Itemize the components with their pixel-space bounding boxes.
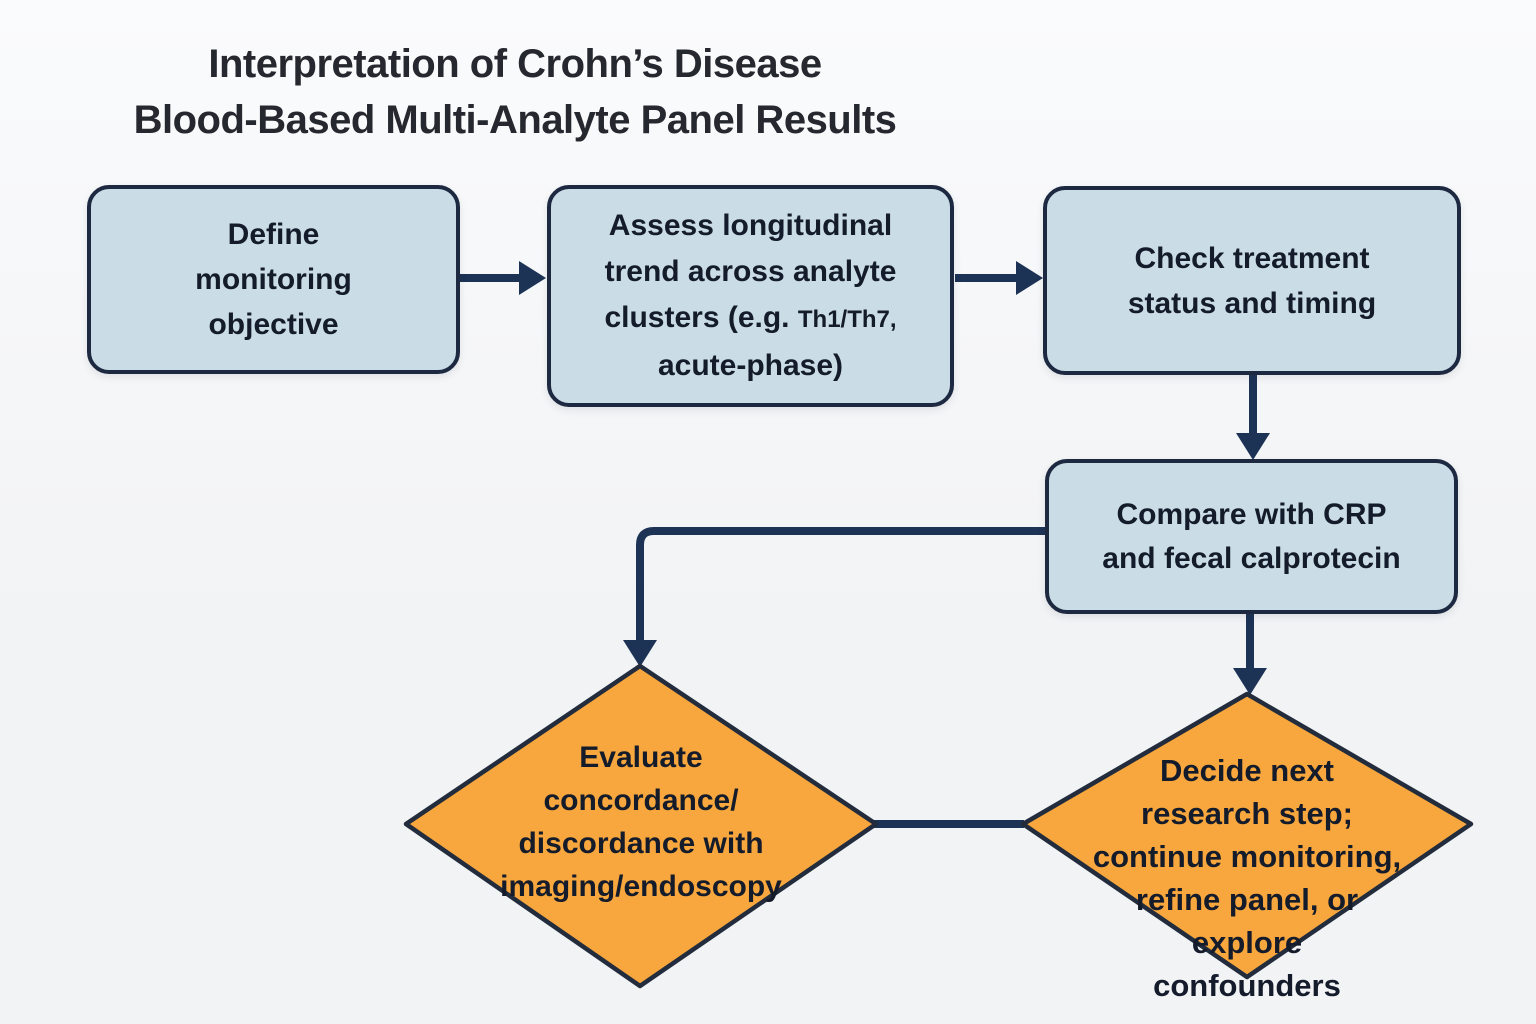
node-line: acute-phase) <box>657 349 844 382</box>
node-assess-trend: Assess longitudinal trend across analyte… <box>547 185 954 407</box>
node-line-part-small: Th1/Th7, <box>797 306 897 333</box>
node-line: status and timing <box>1127 286 1377 320</box>
node-line: Evaluate <box>579 741 703 774</box>
node-line: continue monitoring, <box>1092 839 1402 874</box>
edge-assess-to-check <box>955 261 1043 295</box>
node-evaluate-concordance-label: Evaluate concordance/ discordance with i… <box>411 736 871 908</box>
node-line: Decide next <box>1159 753 1334 788</box>
edge-compare-to-evaluate <box>623 527 1045 667</box>
node-line: research step; <box>1141 796 1353 831</box>
node-line: Define <box>227 218 320 251</box>
node-line: concordance/ <box>543 784 739 817</box>
diagram-title: Interpretation of Crohn’s Disease Blood-… <box>115 36 915 148</box>
title-line-2: Blood-Based Multi-Analyte Panel Results <box>133 98 897 142</box>
diamond-decide-next <box>1020 691 1474 980</box>
node-line: imaging/endoscopy <box>500 870 782 903</box>
diamond-evaluate-concordance <box>403 663 879 989</box>
node-decide-next-label: Decide next research step; continue moni… <box>1027 749 1467 1007</box>
node-line: refine panel, or <box>1135 882 1359 917</box>
node-line: Compare with CRP <box>1116 497 1387 531</box>
node-line: clusters (e.g. Th1/Th7, <box>604 295 896 343</box>
node-line: trend across analyte <box>604 255 897 288</box>
edge-compare-to-decide <box>1233 614 1267 695</box>
node-line: confounders <box>1153 968 1341 1003</box>
node-line: Check treatment <box>1134 241 1370 275</box>
node-line: monitoring <box>195 263 352 296</box>
node-compare-crp: Compare with CRP and fecal calprotecin <box>1045 459 1458 614</box>
node-line: explore <box>1191 925 1303 960</box>
node-line: and fecal calprotecin <box>1102 541 1401 575</box>
node-define-monitoring: Define monitoring objective <box>87 185 460 374</box>
node-line-part: clusters (e.g. <box>604 301 790 334</box>
node-line: Assess longitudinal <box>608 209 893 242</box>
title-line-1: Interpretation of Crohn’s Disease <box>208 42 822 86</box>
node-line: objective <box>208 308 339 341</box>
edge-define-to-assess <box>460 261 546 295</box>
node-line: discordance with <box>518 827 764 860</box>
node-check-treatment: Check treatment status and timing <box>1043 186 1461 375</box>
edge-check-to-compare <box>1236 375 1270 460</box>
